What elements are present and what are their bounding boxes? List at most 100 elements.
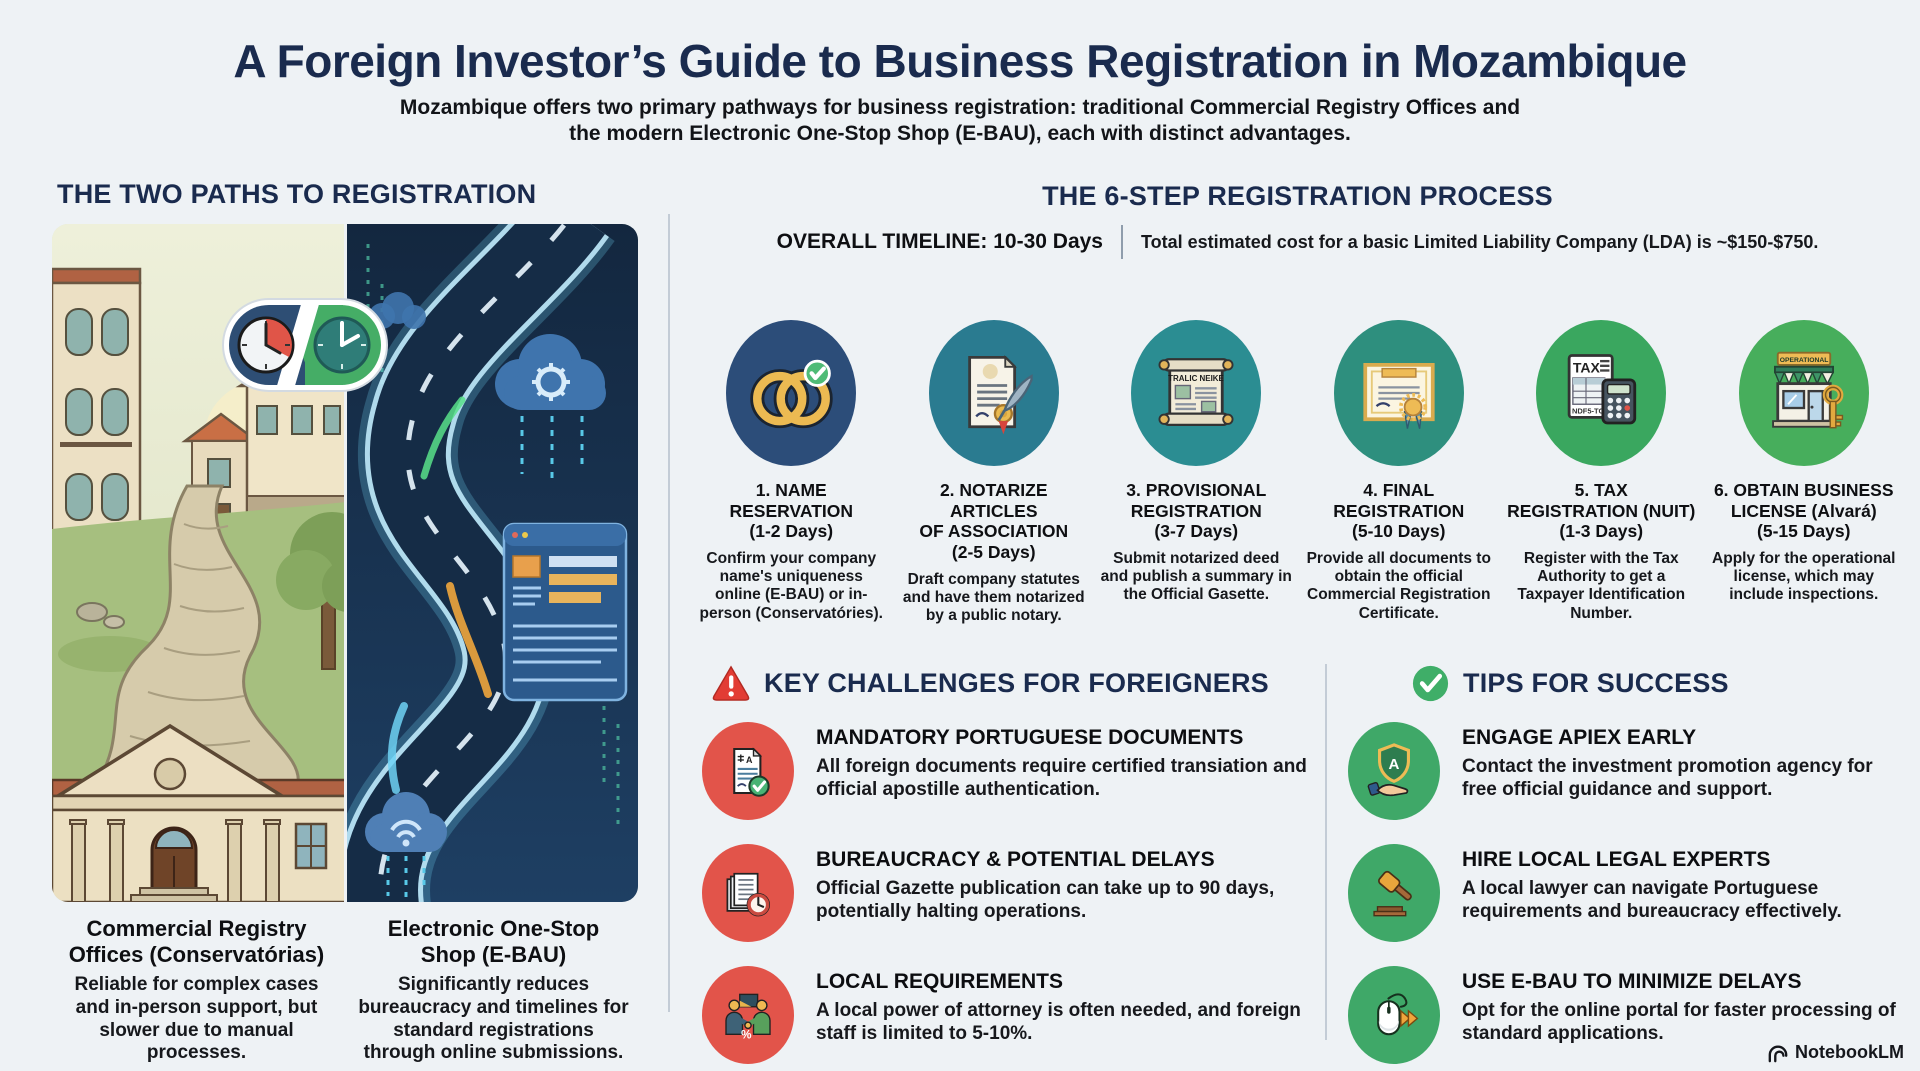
step-4-final-registration: 4. FINAL REGISTRATION (5-10 Days) Provid… (1298, 320, 1501, 625)
two-paths-illustration (52, 224, 638, 902)
notebooklm-logo-icon (1768, 1045, 1788, 1062)
step-description: Register with the Tax Authority to get a… (1517, 549, 1686, 622)
mouse-fast-forward-icon (1348, 966, 1440, 1064)
challenge-description: All foreign documents require certified … (816, 756, 1307, 801)
digital-path-scene (346, 224, 638, 902)
tip-item-ebau: USE E-BAU TO MINIMIZE DELAYS Opt for the… (1348, 966, 1905, 1064)
step-title: 1. NAME RESERVATION (1-2 Days) (729, 480, 854, 542)
step-3-provisional-registration: TRALIC NEIKE 3. PROVISIONAL REGISTRATION… (1095, 320, 1298, 625)
timeline-separator (1121, 225, 1123, 259)
svg-text:%: % (741, 1028, 752, 1041)
step-title: 3. PROVISIONAL REGISTRATION (3-7 Days) (1126, 480, 1267, 542)
translated-document-check-icon: A (702, 722, 794, 820)
challenge-text: LOCAL REQUIREMENTS A local power of atto… (816, 966, 1314, 1045)
step-title: 5. TAX REGISTRATION (NUIT) (1-3 Days) (1507, 480, 1696, 542)
scroll-headline-text: TRALIC NEIKE (1168, 374, 1224, 383)
tip-item-legal: HIRE LOCAL LEGAL EXPERTS A local lawyer … (1348, 844, 1905, 942)
step-title: 6. OBTAIN BUSINESS LICENSE (Alvará) (5-1… (1713, 480, 1894, 542)
challenge-item-bureaucracy: BUREAUCRACY & POTENTIAL DELAYS Official … (702, 844, 1314, 942)
path-title: Commercial Registry Offices (Conservatór… (68, 916, 325, 967)
main-vertical-divider (668, 214, 670, 1012)
path-description: Reliable for complex cases and in-person… (74, 973, 319, 1064)
web-portal-panel (502, 522, 628, 702)
step-1-name-reservation: 1. NAME RESERVATION (1-2 Days) Confirm y… (690, 320, 893, 625)
process-heading: THE 6-STEP REGISTRATION PROCESS (1042, 181, 1553, 211)
timeline-row: OVERALL TIMELINE: 10-30 Days Total estim… (690, 222, 1905, 262)
path-caption-registry: Commercial Registry Offices (Conservatór… (48, 916, 345, 1065)
path-caption-ebau: Electronic One-Stop Shop (E-BAU) Signifi… (345, 916, 642, 1065)
registration-steps: 1. NAME RESERVATION (1-2 Days) Confirm y… (690, 320, 1905, 625)
step-description: Submit notarized deed and publish a summ… (1100, 549, 1292, 604)
tips-heading: TIPS FOR SUCCESS (1463, 667, 1729, 698)
cloud-wifi-icon (365, 792, 447, 902)
tax-calculator-icon: TAX NDF5-TO (1536, 320, 1667, 466)
warning-triangle-icon (712, 665, 750, 701)
step-2-notarize-articles: 2. NOTARIZE ARTICLES OF ASSOCIATION (2-5… (893, 320, 1096, 625)
challenge-description: A local power of attorney is often neede… (816, 1000, 1301, 1045)
two-paths-artwork (52, 224, 638, 902)
tax-paper-subtext: NDF5-TO (1572, 407, 1605, 416)
tip-description: Opt for the online portal for faster pro… (1462, 1000, 1896, 1045)
tip-title: ENGAGE APIEX EARLY (1462, 726, 1697, 749)
tips-header: TIPS FOR SUCCESS (1348, 660, 1905, 706)
challenge-text: BUREAUCRACY & POTENTIAL DELAYS Official … (816, 844, 1314, 923)
step-description: Apply for the operational license, which… (1712, 549, 1896, 604)
notebooklm-label: NotebookLM (1795, 1042, 1904, 1062)
challenge-item-local: % LOCAL REQUIREMENTS A local power of at… (702, 966, 1314, 1064)
documents-clock-icon (702, 844, 794, 942)
svg-text:A: A (1389, 756, 1400, 773)
page-title: A Foreign Investor’s Guide to Business R… (233, 35, 1687, 87)
step-description: Draft company statutes and have them not… (902, 570, 1085, 625)
challenge-description: Official Gazette publication can take up… (816, 878, 1275, 923)
paths-captions: Commercial Registry Offices (Conservatór… (48, 916, 642, 1065)
notary-document-icon (928, 320, 1059, 466)
challenge-item-documents: A MANDATORY PORTUGUESE DOCUMENTS All for… (702, 722, 1314, 820)
storefront-banner-text: OPERATIONAL (1779, 357, 1828, 364)
tip-text: USE E-BAU TO MINIMIZE DELAYS Opt for the… (1462, 966, 1905, 1045)
tips-section: TIPS FOR SUCCESS A ENGAGE APIEX EARLY Co… (1348, 660, 1905, 1064)
challenge-title: LOCAL REQUIREMENTS (816, 970, 1063, 993)
tip-text: ENGAGE APIEX EARLY Contact the investmen… (1462, 722, 1905, 801)
certificate-icon (1333, 320, 1464, 466)
path-title: Electronic One-Stop Shop (E-BAU) (387, 916, 600, 967)
gavel-icon (1348, 844, 1440, 942)
tip-title: USE E-BAU TO MINIMIZE DELAYS (1462, 970, 1802, 993)
page-subtitle: Mozambique offers two primary pathways f… (0, 95, 1920, 148)
svg-text:A: A (746, 755, 753, 765)
storefront-key-icon: OPERATIONAL (1738, 320, 1869, 466)
two-paths-heading: THE TWO PATHS TO REGISTRATION (57, 179, 537, 209)
challenges-header: KEY CHALLENGES FOR FOREIGNERS (702, 660, 1314, 706)
cost-note: Total estimated cost for a basic Limited… (1141, 231, 1819, 252)
overall-timeline: OVERALL TIMELINE: 10-30 Days (776, 230, 1103, 253)
bottom-vertical-divider (1325, 664, 1327, 1040)
step-5-tax-registration: TAX NDF5-TO (1500, 320, 1703, 625)
tip-item-apiex: A ENGAGE APIEX EARLY Contact the investm… (1348, 722, 1905, 820)
subtitle-line-2: the modern Electronic One-Stop Shop (E-B… (569, 122, 1351, 146)
tax-paper-label: TAX (1573, 359, 1601, 375)
challenges-section: KEY CHALLENGES FOR FOREIGNERS A (702, 660, 1314, 1064)
tip-text: HIRE LOCAL LEGAL EXPERTS A local lawyer … (1462, 844, 1905, 923)
subtitle-line-1: Mozambique offers two primary pathways f… (399, 96, 1521, 119)
tip-description: Contact the investment promotion agency … (1462, 756, 1873, 801)
challenge-text: MANDATORY PORTUGUESE DOCUMENTS All forei… (816, 722, 1314, 801)
step-description: Confirm your company name's uniqueness o… (699, 549, 883, 622)
step-description: Provide all documents to obtain the offi… (1306, 549, 1491, 622)
challenges-heading: KEY CHALLENGES FOR FOREIGNERS (764, 667, 1269, 698)
step-title: 2. NOTARIZE ARTICLES OF ASSOCIATION (2-5… (919, 480, 1069, 562)
challenge-title: BUREAUCRACY & POTENTIAL DELAYS (816, 848, 1215, 871)
path-description: Significantly reduces bureaucracy and ti… (358, 973, 629, 1064)
slow-fast-clock-toggle (222, 298, 388, 392)
gazette-scroll-icon: TRALIC NEIKE (1131, 320, 1262, 466)
step-6-business-license: OPERATIONAL (1703, 320, 1906, 625)
scene-seam (344, 224, 347, 902)
tip-title: HIRE LOCAL LEGAL EXPERTS (1462, 848, 1771, 871)
handshake-percent-icon: % (702, 966, 794, 1064)
tip-description: A local lawyer can navigate Portuguese r… (1462, 878, 1842, 923)
shield-hand-icon: A (1348, 722, 1440, 820)
rings-check-icon (726, 320, 857, 466)
challenge-title: MANDATORY PORTUGUESE DOCUMENTS (816, 726, 1244, 749)
check-circle-icon (1412, 665, 1449, 701)
step-title: 4. FINAL REGISTRATION (5-10 Days) (1333, 480, 1465, 542)
cloud-gear-icon (495, 334, 606, 486)
